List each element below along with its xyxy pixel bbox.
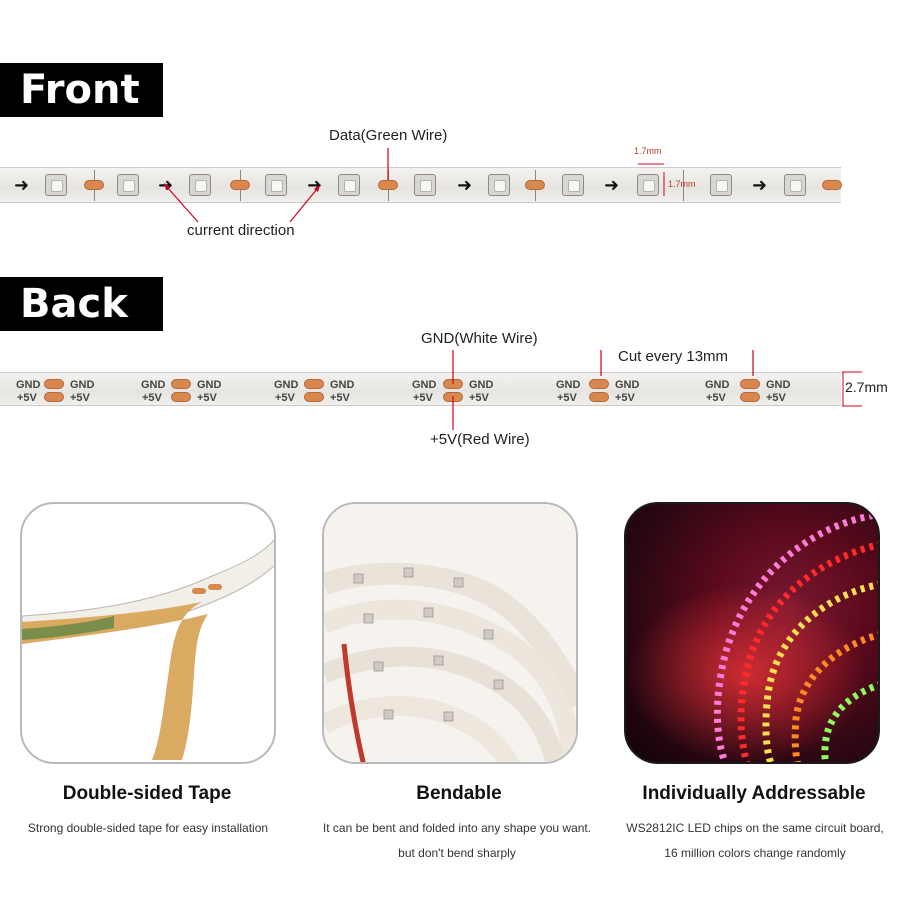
pad-label-vcc: +5V (275, 392, 295, 404)
pad-label-vcc: +5V (17, 392, 37, 404)
pad-label-gnd: GND (330, 379, 355, 391)
cut-interval-label: Cut every 13mm (618, 348, 729, 365)
data-pad (525, 180, 545, 190)
direction-arrow-icon: ➜ (752, 175, 768, 195)
led-height-dimension: 1.7mm (668, 179, 696, 189)
gnd-pad (171, 379, 191, 389)
led-chip (45, 174, 67, 196)
vcc-pad (171, 392, 191, 402)
pad-label-gnd: GND (705, 379, 730, 391)
direction-arrow-icon: ➜ (14, 175, 30, 195)
feature-desc-bendable-line2: but don't bend sharply (398, 846, 516, 860)
gnd-pad (589, 379, 609, 389)
led-chip (338, 174, 360, 196)
led-chip (189, 174, 211, 196)
vcc-pad (304, 392, 324, 402)
led-chip (637, 174, 659, 196)
pad-label-gnd: GND (615, 379, 640, 391)
pad-label-vcc: +5V (197, 392, 217, 404)
pad-label-vcc: +5V (413, 392, 433, 404)
addressable-rgb-photo (624, 502, 880, 764)
pad-label-vcc: +5V (142, 392, 162, 404)
front-led-strip: ➜ ➜ ➜ ➜ ➜ ➜ (0, 167, 842, 203)
feature-desc-bendable-line1: It can be bent and folded into any shape… (322, 821, 592, 835)
feature-desc-addressable-line2: 16 million colors change randomly (664, 846, 846, 860)
led-width-dimension: 1.7mm (634, 146, 662, 156)
direction-arrow-icon: ➜ (457, 175, 473, 195)
back-section-title: Back (0, 277, 163, 331)
front-section-title: Front (0, 63, 163, 117)
gnd-pad (44, 379, 64, 389)
vcc-pad (740, 392, 760, 402)
pad-label-gnd: GND (274, 379, 299, 391)
feature-title-bendable: Bendable (416, 783, 502, 804)
vcc-pad (443, 392, 463, 402)
feature-title-addressable: Individually Addressable (642, 783, 866, 804)
vcc-wire-label: +5V(Red Wire) (430, 431, 530, 448)
led-chip (414, 174, 436, 196)
direction-arrow-icon: ➜ (307, 175, 323, 195)
pad-label-gnd: GND (141, 379, 166, 391)
vcc-pad (589, 392, 609, 402)
pad-label-gnd: GND (412, 379, 437, 391)
gnd-wire-label: GND(White Wire) (421, 330, 538, 347)
pad-label-gnd: GND (16, 379, 41, 391)
pad-label-vcc: +5V (766, 392, 786, 404)
pad-label-gnd: GND (197, 379, 222, 391)
direction-arrow-icon: ➜ (604, 175, 620, 195)
data-pad (378, 180, 398, 190)
data-wire-label: Data(Green Wire) (329, 127, 448, 144)
vcc-pad (44, 392, 64, 402)
direction-arrow-icon: ➜ (158, 175, 174, 195)
pad-label-gnd: GND (766, 379, 791, 391)
pad-label-vcc: +5V (469, 392, 489, 404)
led-chip (488, 174, 510, 196)
pad-label-vcc: +5V (557, 392, 577, 404)
gnd-pad (740, 379, 760, 389)
feature-desc-tape: Strong double-sided tape for easy instal… (27, 821, 269, 835)
pad-label-gnd: GND (70, 379, 95, 391)
led-chip (117, 174, 139, 196)
pad-label-gnd: GND (469, 379, 494, 391)
data-pad (230, 180, 250, 190)
gnd-pad (443, 379, 463, 389)
pad-label-vcc: +5V (615, 392, 635, 404)
data-pad (84, 180, 104, 190)
led-chip (562, 174, 584, 196)
feature-desc-addressable-line1: WS2812IC LED chips on the same circuit b… (626, 821, 884, 835)
double-sided-tape-photo (20, 502, 276, 764)
pad-label-vcc: +5V (70, 392, 90, 404)
feature-title-tape: Double-sided Tape (62, 783, 232, 804)
data-pad (822, 180, 842, 190)
cut-line (683, 170, 684, 201)
led-chip (265, 174, 287, 196)
pad-label-gnd: GND (556, 379, 581, 391)
strip-height-label: 2.7mm (845, 379, 888, 395)
gnd-pad (304, 379, 324, 389)
led-chip (710, 174, 732, 196)
current-direction-label: current direction (187, 222, 295, 239)
led-chip (784, 174, 806, 196)
pad-label-vcc: +5V (706, 392, 726, 404)
pad-label-vcc: +5V (330, 392, 350, 404)
bendable-strip-photo (322, 502, 578, 764)
